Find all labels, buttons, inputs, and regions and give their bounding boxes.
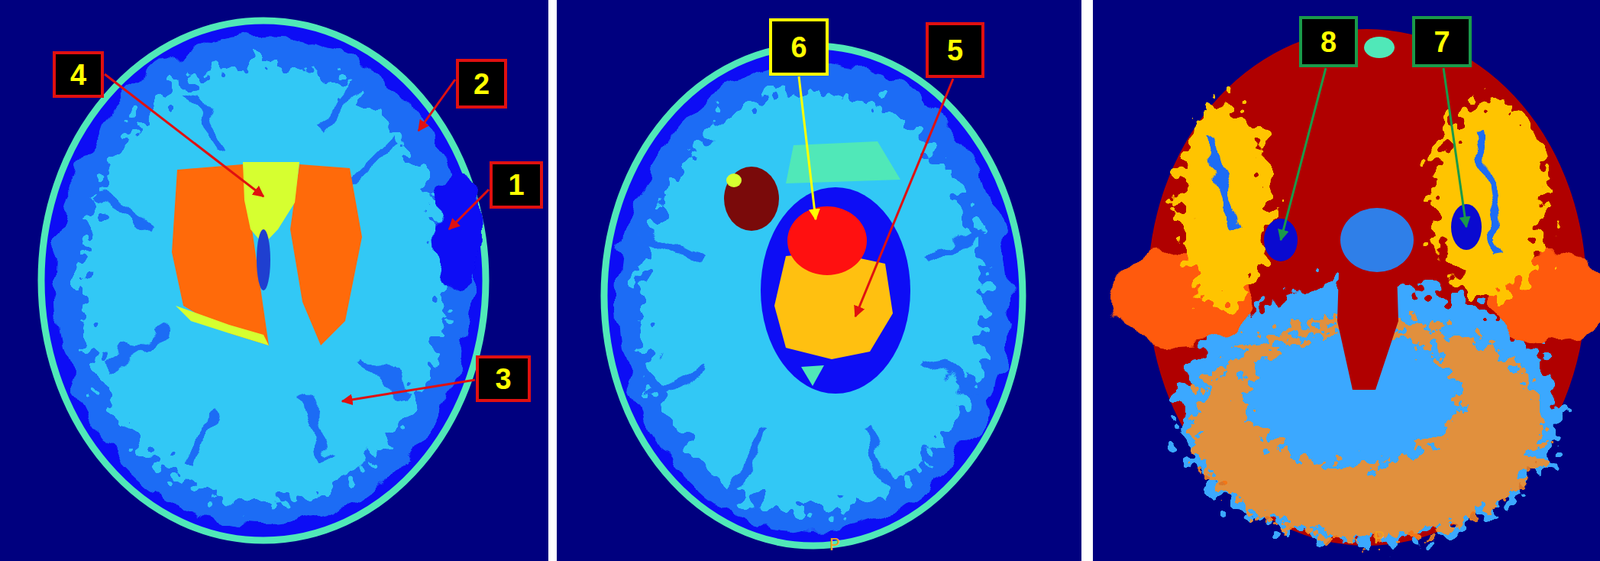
callout-number: 7 [1433,27,1450,57]
orientation-letter: P [829,536,841,555]
callout-number: 3 [494,364,511,394]
panel-axial-lower [1092,0,1600,561]
callout-box: 5 [925,22,985,78]
callout-box: 7 [1412,16,1472,68]
panel-axial-middle [556,0,1082,561]
callout-box: 2 [455,58,508,109]
callout-box: 8 [1299,16,1358,68]
callout-number: 1 [507,170,524,200]
leader-arrows [104,67,1467,401]
callout-box: 6 [769,18,829,76]
callout-number: 5 [947,35,964,65]
callout-box: 3 [475,355,531,402]
callout-box: 1 [489,161,544,209]
callout-number: 6 [790,32,807,62]
callout-number: 4 [70,60,87,90]
callout-box: 4 [52,51,104,98]
callout-number: 2 [473,69,490,99]
orientation-letter: P [1373,529,1385,548]
callout-number: 8 [1320,27,1337,57]
panel-axial-upper [0,0,549,561]
